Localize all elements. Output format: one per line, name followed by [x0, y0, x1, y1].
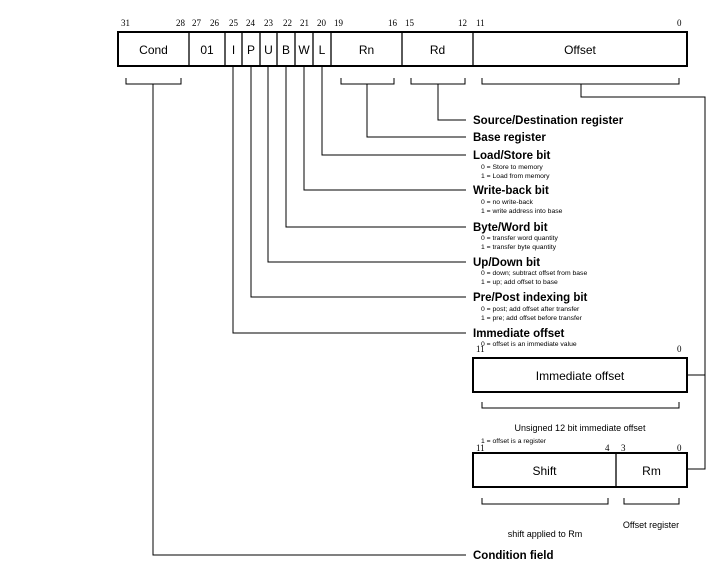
bracket-rn	[340, 78, 395, 85]
connector-w	[303, 66, 466, 191]
register-offset-format: 1 = offset is a register 11 4 3 0 Shift …	[472, 438, 688, 539]
bracket-shift	[481, 498, 609, 505]
bracket-offset	[481, 78, 680, 85]
bit-number-22: 22	[283, 18, 292, 28]
desc-title-condition-field: Condition field	[473, 550, 553, 562]
field-i: I	[232, 43, 235, 57]
rm-field: Rm	[642, 464, 661, 478]
bit-number-15: 15	[405, 18, 415, 28]
desc-pre-post-1: 1 = pre; add offset before transfer	[481, 315, 583, 322]
bit-number-31: 31	[121, 18, 130, 28]
immediate-offset-format: 11 0 Immediate offset Unsigned 12 bit im…	[472, 344, 688, 433]
reg-bit-11: 11	[476, 443, 485, 453]
field-l: L	[319, 43, 326, 57]
field-rd: Rd	[430, 43, 445, 57]
bracket-rd	[410, 78, 466, 85]
connector-offset	[580, 84, 706, 470]
imm-bit-11: 11	[476, 344, 485, 354]
bit-number-27: 27	[192, 18, 202, 28]
reg-bit-4: 4	[605, 443, 610, 453]
instruction-word: 31 28 27 26 25 24 23 22 21 20 19 16 15 1…	[117, 18, 688, 67]
register-offset-note: 1 = offset is a register	[481, 438, 547, 445]
desc-write-back-0: 0 = no write-back	[481, 199, 534, 206]
desc-title-base-register: Base register	[473, 132, 546, 144]
bit-number-0: 0	[677, 18, 682, 28]
connector-cond	[152, 84, 466, 556]
desc-immediate-offset-0: 0 = offset is an immediate value	[481, 341, 577, 348]
connector-l	[321, 66, 466, 156]
desc-pre-post-0: 0 = post; add offset after transfer	[481, 306, 580, 313]
imm-bit-0: 0	[677, 344, 682, 354]
desc-up-down-0: 0 = down; subtract offset from base	[481, 270, 587, 277]
field-b: B	[282, 43, 290, 57]
desc-byte-word-0: 0 = transfer word quantity	[481, 235, 558, 242]
connector-rd	[437, 84, 466, 121]
reg-bit-3: 3	[621, 443, 626, 453]
bracket-cond	[125, 78, 182, 85]
field-descriptions: Source/Destination register Base registe…	[473, 115, 624, 562]
desc-title-up-down: Up/Down bit	[473, 257, 540, 269]
bit-number-23: 23	[264, 18, 274, 28]
desc-title-byte-word: Byte/Word bit	[473, 222, 548, 234]
bit-number-19: 19	[334, 18, 344, 28]
desc-byte-word-1: 1 = transfer byte quantity	[481, 244, 557, 251]
shift-caption: shift applied to Rm	[508, 529, 583, 539]
desc-title-source-destination: Source/Destination register	[473, 115, 624, 127]
bit-number-12: 12	[458, 18, 467, 28]
bracket-immediate	[481, 402, 680, 409]
desc-up-down-1: 1 = up; add offset to base	[481, 279, 558, 286]
connector-i	[232, 66, 466, 334]
connector-u	[267, 66, 466, 263]
field-brackets	[125, 78, 680, 85]
desc-write-back-1: 1 = write address into base	[481, 208, 563, 215]
immediate-offset-field: Immediate offset	[536, 369, 625, 383]
connector-b	[285, 66, 466, 228]
rm-caption: Offset register	[623, 520, 679, 530]
desc-title-immediate-offset: Immediate offset	[473, 328, 565, 340]
bit-number-25: 25	[229, 18, 239, 28]
desc-title-pre-post: Pre/Post indexing bit	[473, 292, 588, 304]
immediate-offset-box	[472, 357, 688, 393]
connector-lines	[152, 66, 706, 556]
field-cond: Cond	[139, 43, 168, 57]
desc-load-store-0: 0 = Store to memory	[481, 164, 543, 171]
bit-number-16: 16	[388, 18, 398, 28]
field-offset: Offset	[564, 43, 596, 57]
connector-p	[250, 66, 466, 298]
bit-number-21: 21	[300, 18, 309, 28]
connector-rn	[366, 84, 466, 138]
desc-load-store-1: 1 = Load from memory	[481, 173, 550, 180]
bracket-rm	[623, 498, 680, 505]
desc-title-write-back: Write-back bit	[473, 185, 549, 197]
field-w: W	[298, 43, 310, 57]
bit-number-20: 20	[317, 18, 327, 28]
field-p: P	[247, 43, 255, 57]
field-01: 01	[200, 43, 214, 57]
shift-field: Shift	[532, 464, 557, 478]
bit-number-24: 24	[246, 18, 256, 28]
field-u: U	[264, 43, 273, 57]
immediate-caption: Unsigned 12 bit immediate offset	[515, 423, 646, 433]
register-offset-box	[472, 452, 688, 488]
reg-bit-0: 0	[677, 443, 682, 453]
desc-title-load-store: Load/Store bit	[473, 150, 550, 162]
bit-number-28: 28	[176, 18, 186, 28]
field-rn: Rn	[359, 43, 374, 57]
bit-number-11: 11	[476, 18, 485, 28]
bit-number-26: 26	[210, 18, 220, 28]
